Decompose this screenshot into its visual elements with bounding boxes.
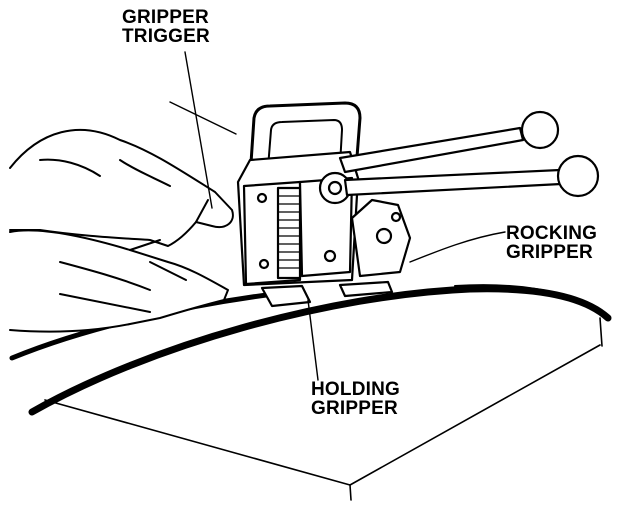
holding-gripper-foot <box>260 284 312 308</box>
package-box <box>44 317 603 501</box>
label-gripper-trigger-line1: GRIPPER <box>122 7 209 28</box>
label-rocking-gripper-line1: ROCKING <box>506 223 598 244</box>
label-rocking-gripper: ROCKING GRIPPER <box>506 224 597 262</box>
label-gripper-trigger: GRIPPER TRIGGER <box>122 8 210 46</box>
label-gripper-trigger-line2: TRIGGER <box>122 26 210 47</box>
label-holding-gripper-line1: HOLDING <box>311 379 401 400</box>
label-holding-gripper: HOLDING GRIPPER <box>311 380 400 418</box>
rocking-gripper-assembly <box>338 198 412 298</box>
label-rocking-gripper-line2: GRIPPER <box>506 242 593 263</box>
label-holding-gripper-line2: GRIPPER <box>311 398 398 419</box>
tension-levers <box>338 110 600 198</box>
strapping-tool <box>236 101 362 287</box>
operator-hands <box>9 128 234 333</box>
leader-lines <box>169 51 506 381</box>
